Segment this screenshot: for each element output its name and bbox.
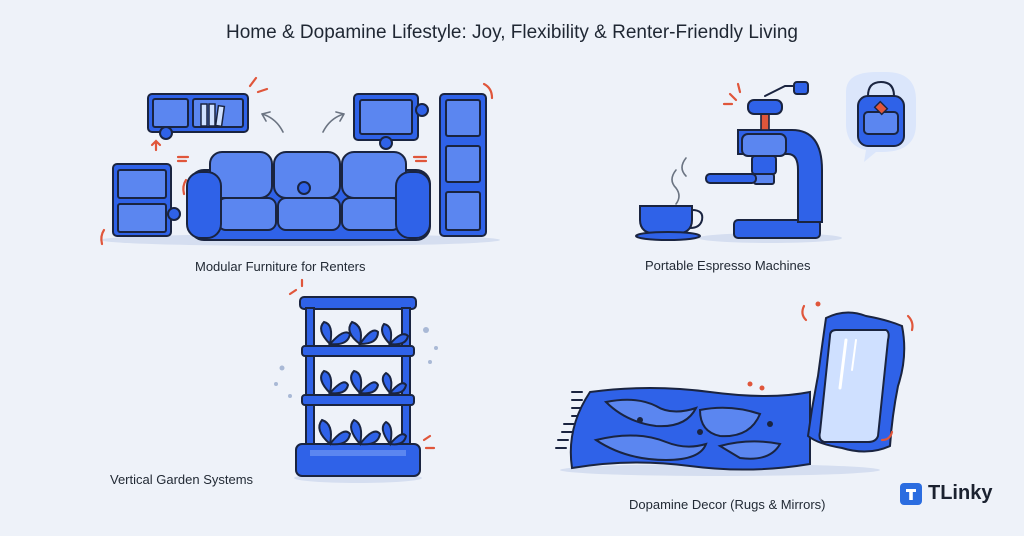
tlinky-logo-icon (900, 482, 922, 505)
modular-furniture-illustration (100, 76, 500, 246)
espresso-machine-illustration (635, 72, 916, 243)
brand-logo: TLinky (900, 482, 992, 505)
page-title: Home & Dopamine Lifestyle: Joy, Flexibil… (226, 22, 798, 43)
brand-name: TLinky (928, 482, 993, 504)
caption-dopamine-decor: Dopamine Decor (Rugs & Mirrors) (629, 497, 826, 512)
rug-mirror-illustration (555, 301, 914, 476)
caption-vertical-garden: Vertical Garden Systems (110, 472, 254, 487)
vertical-garden-illustration (274, 278, 438, 483)
caption-modular-furniture: Modular Furniture for Renters (195, 259, 366, 274)
caption-espresso-machines: Portable Espresso Machines (645, 258, 811, 273)
